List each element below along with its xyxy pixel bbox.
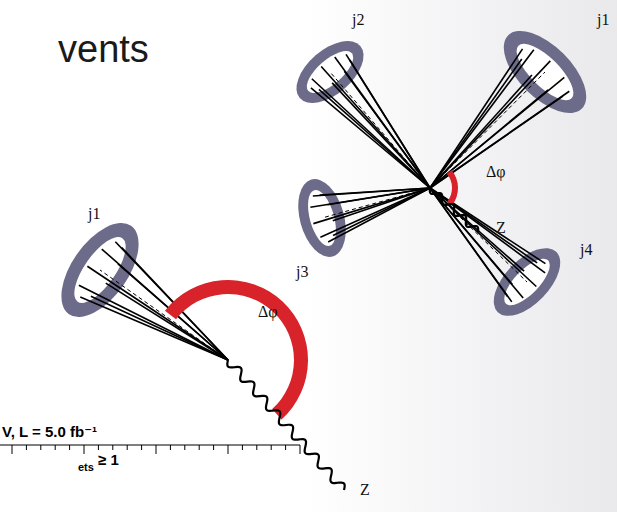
particle-track <box>328 188 430 242</box>
particle-track <box>430 188 524 271</box>
jet-cone <box>430 17 600 188</box>
axis-tick <box>84 445 85 454</box>
particle-track <box>320 188 430 195</box>
particle-track <box>319 89 430 188</box>
jet-label: j1 <box>597 12 609 28</box>
axis-tick <box>55 445 56 450</box>
angle-label: Δφ <box>258 304 278 320</box>
particle-track <box>311 88 430 188</box>
jet-axis <box>322 188 430 218</box>
particle-track <box>332 83 430 188</box>
axis-tick <box>199 445 200 450</box>
jet-cone <box>430 188 572 327</box>
selection-label: ≥ 1 <box>98 452 119 467</box>
slide-title-fragment: vents <box>58 30 149 68</box>
particle-track <box>102 249 228 360</box>
axis-tick <box>271 445 272 450</box>
axis-tick <box>170 445 171 450</box>
axis-tick <box>300 445 301 454</box>
axis-tick <box>285 445 286 450</box>
particle-track <box>344 71 430 188</box>
particle-track <box>91 296 228 360</box>
jet-label: j3 <box>296 264 308 280</box>
axis-tick <box>40 445 41 450</box>
particle-track <box>335 57 430 188</box>
particle-track <box>430 188 512 284</box>
jet-label: j4 <box>580 242 592 258</box>
particle-track <box>430 188 536 286</box>
jet-ring-hole <box>300 44 359 100</box>
axis-tick <box>228 445 229 454</box>
axis-tick <box>12 445 13 454</box>
particle-track <box>115 242 228 360</box>
axis-tick <box>98 445 99 450</box>
z-boson-line <box>227 360 344 490</box>
plot-axis <box>0 444 300 445</box>
z-boson-line <box>430 188 478 232</box>
jet-axis <box>330 72 430 188</box>
boson-label: Z <box>496 220 506 236</box>
jet-label: j1 <box>88 206 100 222</box>
jet-cone <box>290 174 430 263</box>
axis-tick <box>112 445 113 450</box>
particle-track <box>320 188 430 237</box>
particle-track <box>430 188 545 273</box>
particle-track <box>430 75 532 188</box>
axis-tick <box>156 445 157 454</box>
particle-track <box>430 49 523 188</box>
particle-track <box>313 188 430 196</box>
background-fade <box>300 0 617 512</box>
particle-track <box>430 188 512 302</box>
jet-axis <box>430 188 527 282</box>
jet-axis <box>430 72 545 188</box>
boson-label: Z <box>360 482 370 498</box>
luminosity-label: V, L = 5.0 fb⁻¹ <box>2 424 97 439</box>
particle-track <box>430 61 550 188</box>
jet-ring <box>285 29 374 115</box>
axis-tick <box>242 445 243 450</box>
particle-track <box>430 188 508 297</box>
plot-frame <box>0 445 300 454</box>
axis-tick <box>26 445 27 450</box>
particle-track <box>430 188 545 264</box>
axis-tick <box>141 445 142 450</box>
jet-label: j2 <box>352 12 364 28</box>
axis-tick <box>127 445 128 450</box>
delta-phi-arc <box>165 280 308 419</box>
jet-cone <box>285 29 430 188</box>
delta-phi-arc <box>447 170 458 205</box>
particle-track <box>430 50 534 188</box>
particle-track <box>350 60 430 188</box>
axis-tick <box>184 445 185 450</box>
angle-label: Δφ <box>486 164 506 180</box>
axis-tick <box>213 445 214 450</box>
particle-track <box>87 266 228 360</box>
particle-track <box>80 297 228 360</box>
axis-tick <box>256 445 257 450</box>
axis-tick <box>69 445 70 450</box>
selection-label: ets <box>78 462 94 473</box>
particle-track <box>321 67 430 188</box>
